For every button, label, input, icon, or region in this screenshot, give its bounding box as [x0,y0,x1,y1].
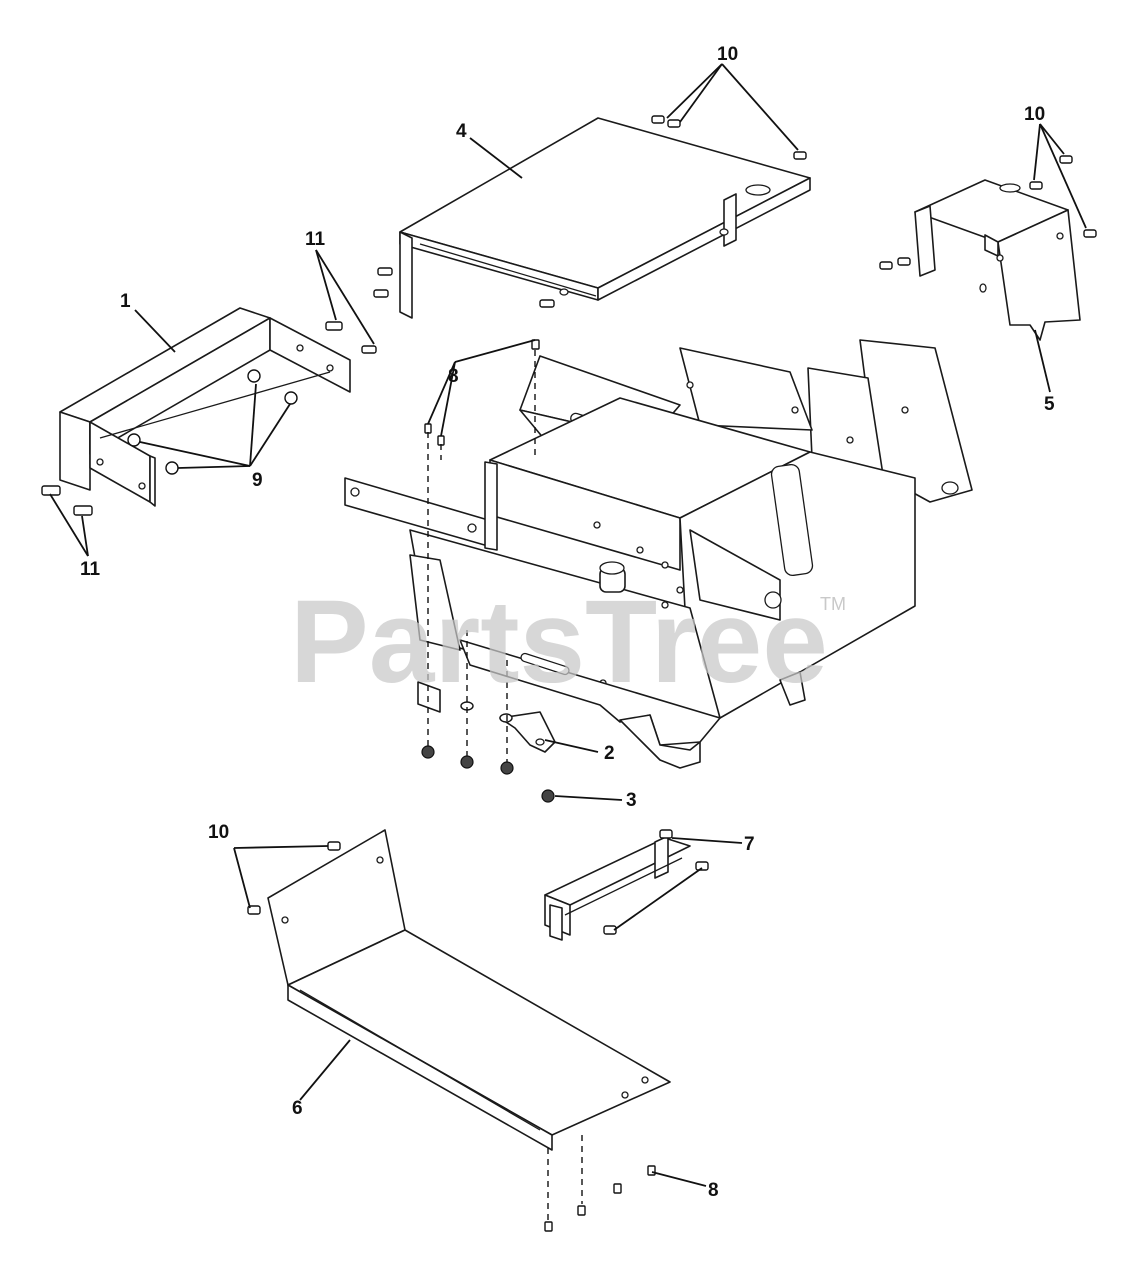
bolt-icon [897,257,911,266]
callout-11-top[interactable]: 11 [305,229,326,250]
trademark-symbol: TM [820,594,846,614]
nut-icon [127,433,141,447]
bolt-icon [793,151,807,160]
callout-5[interactable]: 5 [1044,394,1055,415]
part-7-support-rail[interactable] [544,835,691,941]
nut-icon [421,745,435,759]
bolt-icon [325,321,343,331]
screw-icon [424,423,432,434]
bolt-icon [1083,229,1097,238]
part-2-small-bracket[interactable] [499,711,556,753]
bolt-icon [73,505,93,516]
bolt-icon [659,829,673,839]
bolt-icon [695,861,709,871]
callout-8-top[interactable]: 8 [448,366,459,387]
callout-1[interactable]: 1 [120,291,131,312]
callout-8-bottom[interactable]: 8 [708,1180,719,1201]
callout-6[interactable]: 6 [292,1098,303,1119]
screw-icon [544,1221,553,1232]
bolt-icon [247,905,261,915]
bolt-icon [667,119,681,128]
bolt-icon [373,289,389,298]
leader-lines [49,63,1087,1187]
callout-4[interactable]: 4 [456,121,467,142]
callout-10-bottom[interactable]: 10 [208,822,229,843]
screw-icon [613,1183,622,1194]
bolt-icon [327,841,341,851]
callout-10-right[interactable]: 10 [1024,104,1045,125]
bolt-icon [539,299,555,308]
screw-icon [531,339,540,350]
screw-icon [647,1165,656,1176]
callout-labels: 10 4 10 5 11 1 8 9 11 2 3 10 7 6 8 [80,44,1055,1201]
nut-icon [500,761,514,775]
washer-icon [499,713,513,723]
bolt-icon [361,345,377,354]
bolt-icon [1059,155,1073,164]
screw-icon [577,1205,586,1216]
callout-2[interactable]: 2 [604,743,615,764]
callout-7[interactable]: 7 [744,834,755,855]
bolt-icon [651,115,665,124]
fasteners [41,115,1097,1232]
part-5-right-bracket[interactable] [914,179,1081,341]
bolt-icon [377,267,393,276]
nut-icon [541,789,555,803]
part-4-top-cover[interactable] [399,117,811,319]
main-frame-assembly[interactable] [344,339,973,769]
nut-icon [284,391,298,405]
nut-icon [460,755,474,769]
bolt-icon [879,261,893,270]
callout-11-bottom[interactable]: 11 [80,559,101,580]
bolt-icon [1029,181,1043,190]
callout-3[interactable]: 3 [626,790,637,811]
assembly-lines [427,350,583,1220]
part-1-left-cover[interactable] [59,307,351,507]
bolt-icon [41,485,61,496]
part-6-bottom-pan[interactable] [267,829,671,1151]
nut-icon [247,369,261,383]
callout-9[interactable]: 9 [252,470,263,491]
callout-10-top[interactable]: 10 [717,44,738,65]
bolt-icon [603,925,617,935]
nut-icon [165,461,179,475]
watermark-text: PartsTree [290,576,828,708]
washer-icon [417,681,441,713]
screw-icon [437,435,445,446]
watermark-logo: PartsTree TM [290,576,846,708]
